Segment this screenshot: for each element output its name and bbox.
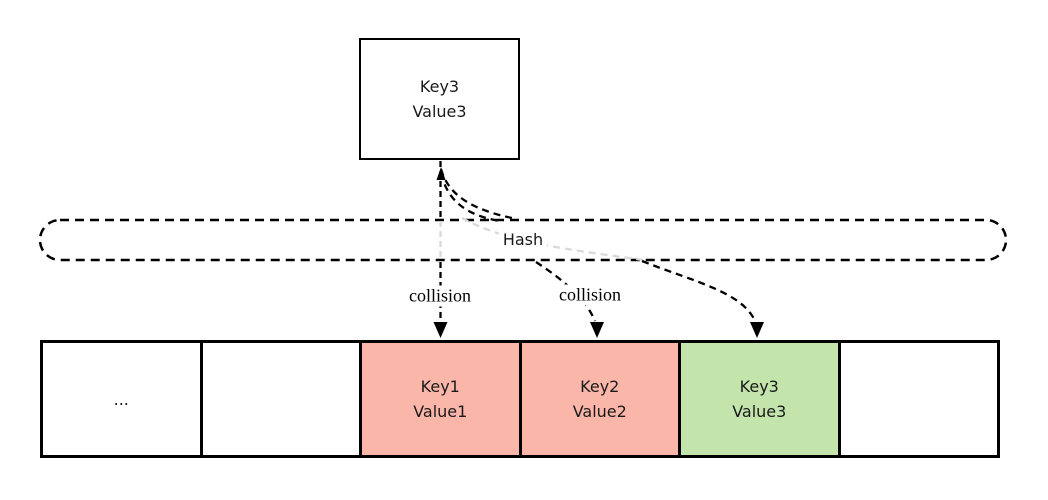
hash-input-curve-1 — [439, 168, 518, 221]
slot-key3-inserted: Key3 Value3 — [678, 343, 838, 455]
hash-input-curve-2 — [439, 172, 501, 223]
probe-arrowhead-3 — [750, 322, 764, 338]
slot-key-line: Key1 — [420, 377, 460, 396]
slot-value-line: Value2 — [572, 402, 627, 421]
source-arrowhead — [436, 167, 446, 180]
probe-arrowhead-1 — [433, 322, 448, 338]
collision-label-2: collision — [557, 284, 623, 306]
slot-key-line: Key2 — [580, 377, 620, 396]
slot-ellipsis: ... — [43, 343, 200, 455]
hash-function-label: Hash — [498, 230, 548, 249]
hash-table-slot-array: ... Key1 Value1 Key2 Value2 Key3 Value3 — [40, 340, 1000, 458]
slot-key1-occupied: Key1 Value1 — [359, 343, 519, 455]
slot-value-line: Value3 — [732, 402, 787, 421]
probe-arrowhead-2 — [590, 322, 604, 338]
collision-label-1: collision — [407, 285, 473, 307]
slot-line: ... — [113, 389, 129, 409]
slot-empty-1 — [199, 343, 359, 455]
slot-key-line: Key3 — [739, 377, 779, 396]
slot-empty-2 — [837, 343, 997, 455]
source-box-key-line: Key3 — [419, 77, 460, 96]
hash-internal-curve — [461, 216, 645, 262]
slot-key2-occupied: Key2 Value2 — [518, 343, 678, 455]
key-value-source-box: Key3 Value3 — [359, 38, 520, 160]
probe-curve-3 — [641, 259, 757, 322]
source-box-value-line: Value3 — [412, 102, 467, 121]
slot-value-line: Value1 — [413, 402, 468, 421]
